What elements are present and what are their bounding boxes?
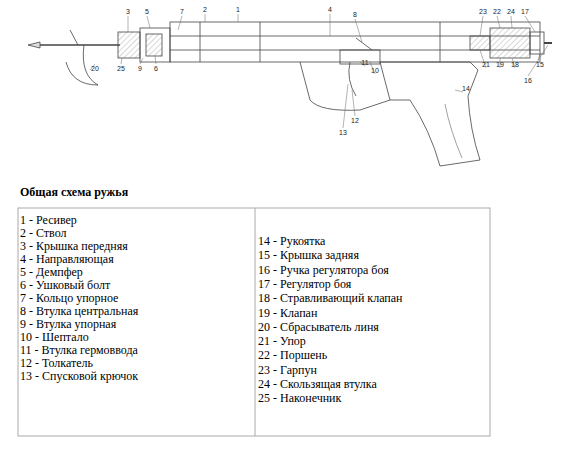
- callout-number: 22: [493, 8, 501, 15]
- callout-number: 10: [371, 67, 379, 74]
- callout-number: 8: [353, 11, 357, 18]
- callout-number: 16: [524, 77, 532, 84]
- table-cell: 6 - Ушковый болт: [20, 279, 110, 292]
- diagram-title: Общая схема ружья: [20, 185, 128, 200]
- leader-lines: [90, 14, 548, 128]
- callout-number: 21: [482, 61, 490, 68]
- callout-number: 11: [361, 59, 368, 66]
- gun-outline: [28, 22, 552, 166]
- callout-number: 18: [511, 61, 519, 68]
- table-cell: 14 - Рукоятка: [258, 235, 325, 248]
- table-cell: 18 - Стравливающий клапан: [258, 292, 403, 305]
- callout-number: 24: [507, 8, 515, 15]
- table-cell: 22 - Поршень: [258, 349, 327, 362]
- table-cell: 13 - Спусковой крючок: [20, 370, 138, 383]
- table-cell: 2 - Ствол: [20, 227, 67, 240]
- callout-number: 1: [236, 6, 240, 13]
- table-cell: 12 - Толкатель: [20, 357, 93, 370]
- table-cell: 19 - Клапан: [258, 307, 317, 320]
- callout-number: 7: [180, 8, 184, 15]
- callout-number: 3: [126, 8, 130, 15]
- callout-number: 19: [496, 61, 504, 68]
- callout-number: 25: [117, 65, 125, 72]
- callout-number: 15: [536, 61, 544, 68]
- table-cell: 10 - Шептало: [20, 331, 89, 344]
- table-cell: 1 - Ресивер: [20, 214, 77, 227]
- table-cell: 9 - Втулка упорная: [20, 318, 116, 331]
- callout-number: 17: [521, 8, 529, 15]
- table-cell: 24 - Скользящая втулка: [258, 378, 377, 391]
- table-grid: [18, 208, 490, 436]
- callout-number: 23: [479, 8, 487, 15]
- callout-number: 4: [328, 6, 332, 13]
- table-cell: 3 - Крышка передняя: [20, 240, 128, 253]
- table-cell: 17 - Регулятор боя: [258, 278, 351, 291]
- callout-number: 12: [351, 117, 359, 124]
- callout-number: 5: [145, 8, 149, 15]
- table-cell: 8 - Втулка центральная: [20, 305, 138, 318]
- callout-number: 20: [91, 65, 99, 72]
- table-cell: 21 - Упор: [258, 335, 306, 348]
- table-cell: 7 - Кольцо упорное: [20, 292, 118, 305]
- callout-number: 6: [154, 65, 158, 72]
- table-cell: 25 - Наконечник: [258, 392, 341, 405]
- table-cell: 5 - Демпфер: [20, 266, 83, 279]
- callout-number: 2: [203, 6, 207, 13]
- table-cell: 23 - Гарпун: [258, 364, 317, 377]
- callout-number: 14: [462, 85, 470, 92]
- table-cell: 20 - Сбрасыватель линя: [258, 321, 379, 334]
- table-cell: 15 - Крышка задняя: [258, 249, 359, 262]
- table-cell: 4 - Направляющая: [20, 253, 114, 266]
- table-cell: 11 - Втулка гермоввода: [20, 344, 138, 357]
- table-cell: 16 - Ручка регулятора боя: [258, 264, 389, 277]
- callout-number: 9: [138, 65, 142, 72]
- callout-number: 13: [339, 129, 347, 136]
